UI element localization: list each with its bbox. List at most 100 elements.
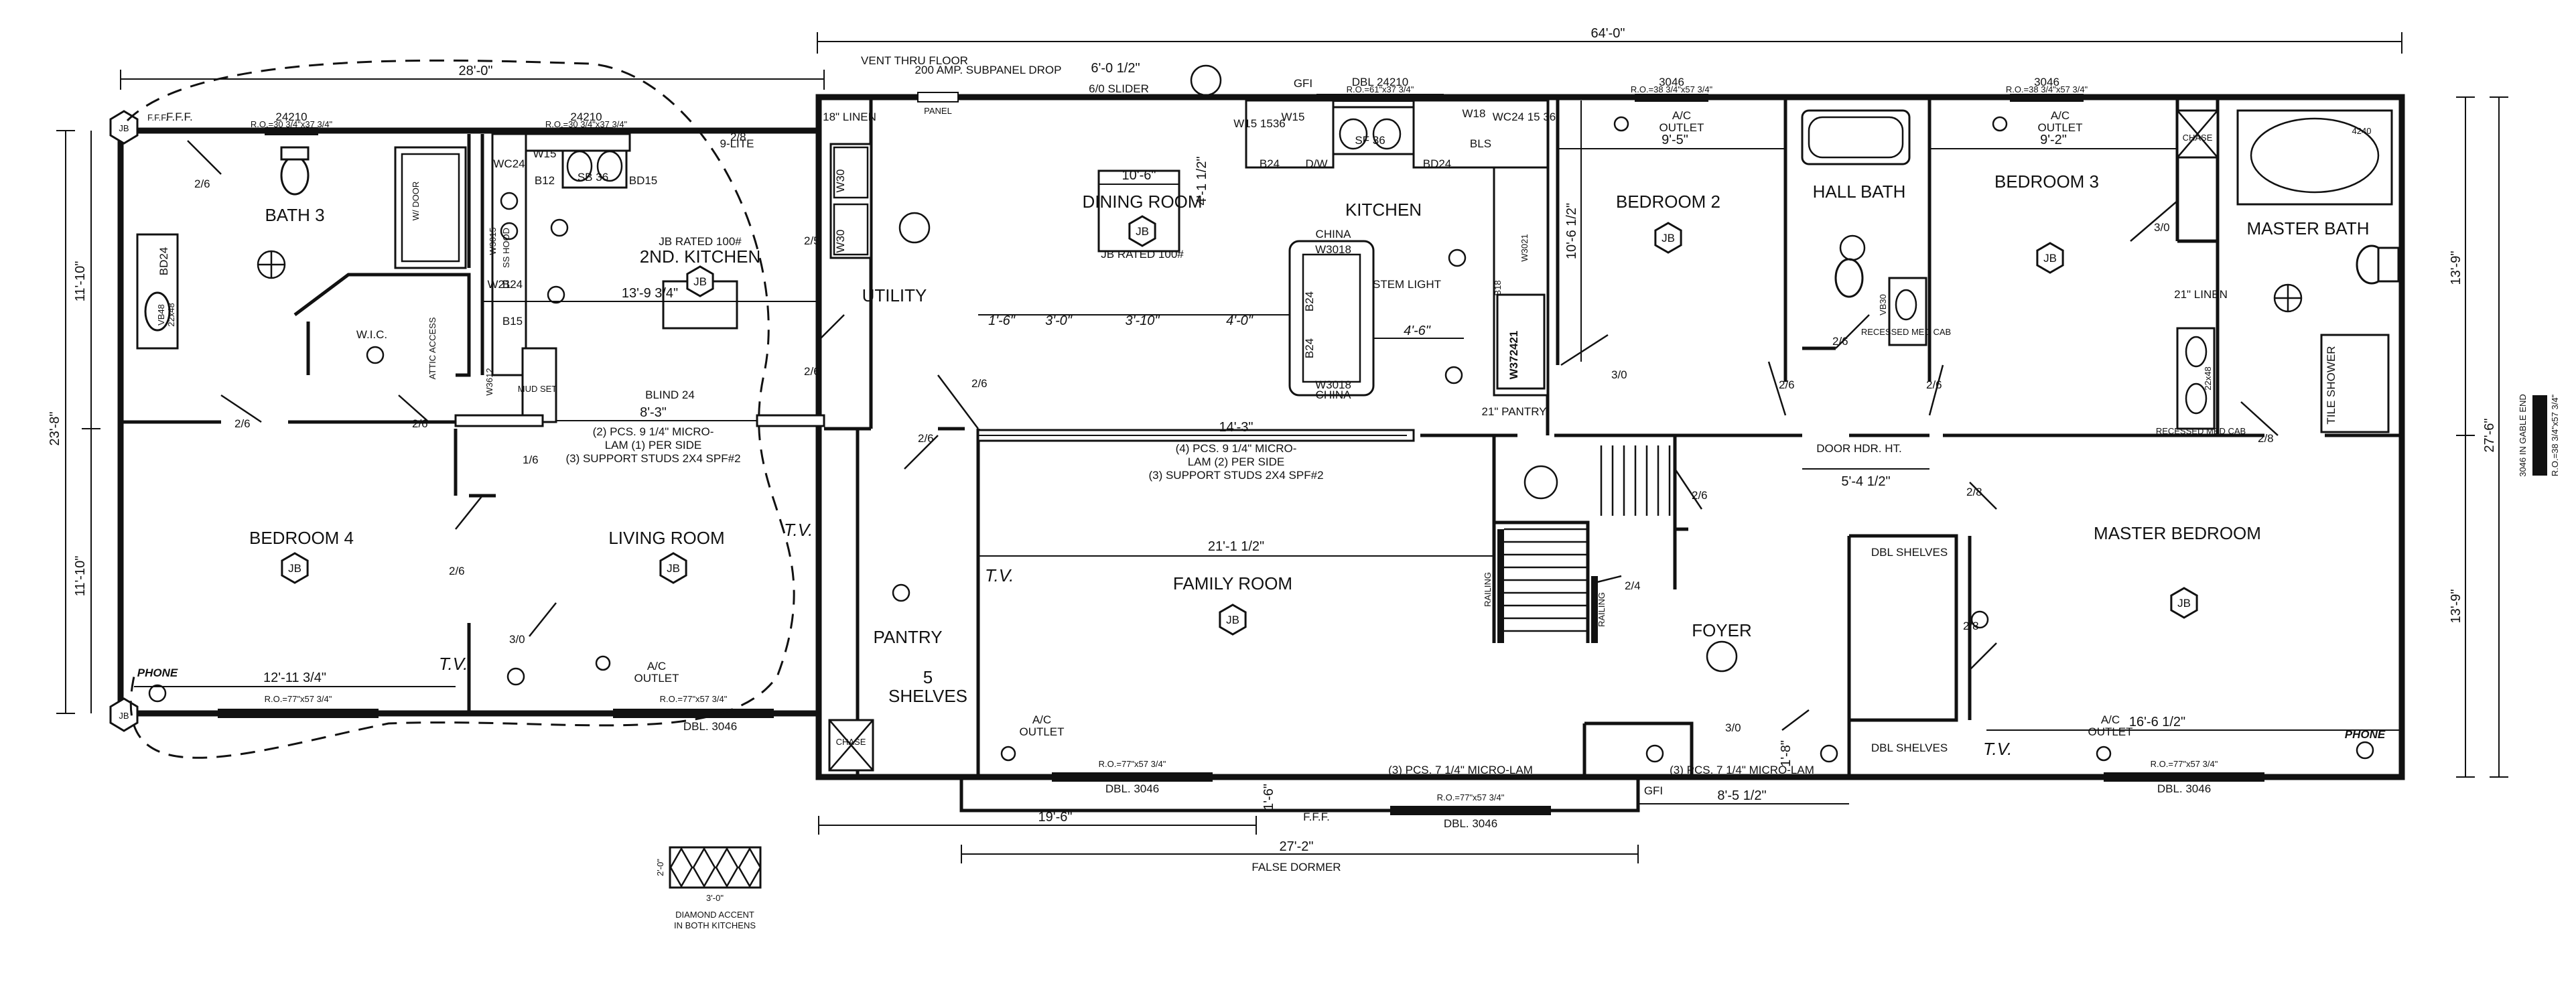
svg-text:R.O.=77"x57 3/4": R.O.=77"x57 3/4" bbox=[1437, 792, 1505, 802]
svg-text:2'-0": 2'-0" bbox=[655, 859, 665, 876]
svg-text:STEM LIGHT: STEM LIGHT bbox=[1373, 278, 1441, 291]
svg-text:W3018: W3018 bbox=[1315, 378, 1351, 391]
svg-text:2/6: 2/6 bbox=[1692, 489, 1708, 502]
railing-label: RAILING bbox=[1483, 572, 1493, 607]
svg-text:WC24: WC24 bbox=[493, 157, 525, 170]
room-dining-room: DINING ROOM bbox=[1082, 192, 1202, 212]
svg-text:B15: B15 bbox=[502, 315, 523, 328]
door-labels: 2/6 2/8 2/6 2/6 1/6 2/6 3/0 2/6 2/5 2/6 … bbox=[194, 131, 2274, 734]
svg-text:(2) PCS. 9 1/4" MICRO-: (2) PCS. 9 1/4" MICRO- bbox=[593, 425, 714, 438]
svg-text:2/8: 2/8 bbox=[2258, 432, 2274, 445]
jb-label: JB bbox=[2177, 597, 2191, 610]
toilet-icon bbox=[280, 155, 310, 196]
svg-text:DBL. 3046: DBL. 3046 bbox=[1105, 782, 1159, 795]
svg-text:1'-6": 1'-6" bbox=[1262, 784, 1276, 811]
svg-text:A/C: A/C bbox=[2101, 713, 2120, 726]
svg-text:24210: 24210 bbox=[275, 111, 307, 123]
svg-text:A/C: A/C bbox=[1032, 713, 1051, 726]
svg-text:WC24 15 36: WC24 15 36 bbox=[1493, 111, 1556, 123]
svg-text:2/6: 2/6 bbox=[971, 377, 988, 390]
jb-label: JB bbox=[693, 275, 707, 288]
svg-text:W3021: W3021 bbox=[1519, 234, 1530, 261]
jb-label: JB bbox=[2043, 252, 2057, 265]
svg-text:2/6: 2/6 bbox=[1832, 335, 1848, 348]
notes: VENT THRU FLOOR 200 AMP. SUBPANEL DROP 6… bbox=[137, 54, 2386, 873]
svg-text:W15 1536: W15 1536 bbox=[1233, 117, 1286, 130]
room-master-bath: MASTER BATH bbox=[2247, 218, 2370, 238]
room-second-kitchen: 2ND. KITCHEN bbox=[640, 247, 761, 267]
svg-text:W.I.C.: W.I.C. bbox=[356, 328, 387, 341]
svg-text:R.O.=38 3/4"x57 3/4": R.O.=38 3/4"x57 3/4" bbox=[2006, 84, 2088, 94]
svg-text:BLS: BLS bbox=[1470, 137, 1491, 150]
svg-text:21" LINEN: 21" LINEN bbox=[2174, 288, 2228, 301]
svg-text:CHINA: CHINA bbox=[1316, 228, 1352, 240]
svg-text:CHINA: CHINA bbox=[1316, 389, 1352, 401]
junction-box-icon bbox=[2170, 587, 2198, 619]
svg-text:2/6: 2/6 bbox=[1779, 378, 1795, 391]
svg-text:R.O.=77"x57 3/4": R.O.=77"x57 3/4" bbox=[1099, 759, 1166, 769]
svg-text:1/6: 1/6 bbox=[523, 453, 539, 466]
diamond-accent-detail: 2'-0" 3'-0" DIAMOND ACCENT IN BOTH KITCH… bbox=[655, 846, 762, 930]
svg-text:MUD SET: MUD SET bbox=[518, 384, 557, 394]
svg-text:3'-0": 3'-0" bbox=[706, 893, 724, 903]
svg-text:4'-1 1/2": 4'-1 1/2" bbox=[1195, 156, 1209, 205]
svg-text:13'-9": 13'-9" bbox=[2449, 251, 2463, 285]
svg-text:W3015: W3015 bbox=[488, 227, 498, 255]
room-family-room: FAMILY ROOM bbox=[1173, 573, 1292, 593]
svg-text:3046: 3046 bbox=[2034, 76, 2059, 88]
svg-text:2/6: 2/6 bbox=[194, 178, 210, 190]
svg-text:2/6: 2/6 bbox=[412, 417, 428, 430]
svg-text:4'-6": 4'-6" bbox=[1404, 324, 1431, 338]
room-bedroom3: BEDROOM 3 bbox=[1994, 171, 2099, 192]
svg-text:B12: B12 bbox=[535, 174, 555, 187]
svg-text:W21: W21 bbox=[488, 278, 511, 291]
svg-text:PANEL: PANEL bbox=[924, 106, 952, 116]
svg-text:T.V.: T.V. bbox=[1983, 739, 2012, 759]
room-utility: UTILITY bbox=[862, 285, 927, 305]
addition-length-label: 28'-0" bbox=[459, 64, 493, 78]
svg-text:9'-2": 9'-2" bbox=[2040, 133, 2067, 147]
junction-box-icon bbox=[1128, 215, 1156, 247]
svg-text:2/8: 2/8 bbox=[730, 131, 746, 143]
svg-text:(4) PCS. 9 1/4" MICRO-: (4) PCS. 9 1/4" MICRO- bbox=[1176, 442, 1297, 455]
svg-text:(3) SUPPORT STUDS 2X4 SPF#2: (3) SUPPORT STUDS 2X4 SPF#2 bbox=[1148, 469, 1323, 482]
svg-text:2/5: 2/5 bbox=[804, 234, 820, 247]
roof-outline-dashed bbox=[126, 59, 795, 759]
svg-text:DBL 24210: DBL 24210 bbox=[1352, 76, 1408, 88]
svg-text:OUTLET: OUTLET bbox=[634, 672, 679, 685]
svg-text:DIAMOND ACCENT: DIAMOND ACCENT bbox=[675, 910, 754, 920]
svg-text:4'-0": 4'-0" bbox=[1226, 313, 1253, 328]
svg-text:R.O.=30 3/4"x37 3/4": R.O.=30 3/4"x37 3/4" bbox=[251, 119, 333, 129]
overall-top-dimension: 64'-0" bbox=[817, 26, 2402, 54]
svg-text:VB30: VB30 bbox=[1878, 294, 1888, 315]
svg-text:SS HOOD: SS HOOD bbox=[501, 228, 511, 268]
svg-text:W18: W18 bbox=[1463, 107, 1486, 120]
svg-text:16'-6 1/2": 16'-6 1/2" bbox=[2129, 715, 2185, 729]
svg-text:11'-10": 11'-10" bbox=[73, 261, 88, 302]
svg-text:13'-9 3/4": 13'-9 3/4" bbox=[622, 286, 678, 301]
svg-text:2/8: 2/8 bbox=[1966, 486, 1982, 498]
svg-text:12'-11 3/4": 12'-11 3/4" bbox=[263, 671, 326, 685]
svg-text:W/ DOOR: W/ DOOR bbox=[411, 182, 421, 221]
svg-text:3'-0": 3'-0" bbox=[1045, 313, 1073, 328]
svg-text:LAM (2) PER SIDE: LAM (2) PER SIDE bbox=[1188, 455, 1285, 468]
svg-text:5'-4 1/2": 5'-4 1/2" bbox=[1841, 474, 1890, 489]
svg-text:SF 36: SF 36 bbox=[1355, 134, 1385, 147]
junction-box-icon bbox=[1654, 222, 1682, 254]
svg-text:2/6: 2/6 bbox=[234, 417, 251, 430]
svg-text:1'-8": 1'-8" bbox=[1779, 740, 1793, 767]
svg-text:(3) PCS. 7 1/4" MICRO-LAM: (3) PCS. 7 1/4" MICRO-LAM bbox=[1388, 764, 1533, 776]
svg-text:FALSE DORMER: FALSE DORMER bbox=[1251, 861, 1341, 873]
room-master-bedroom: MASTER BEDROOM bbox=[2094, 523, 2261, 543]
svg-text:W30: W30 bbox=[834, 169, 847, 193]
jb-label: JB bbox=[1226, 614, 1239, 626]
svg-text:10'-6": 10'-6" bbox=[1122, 168, 1156, 183]
svg-text:18" LINEN: 18" LINEN bbox=[823, 111, 876, 123]
svg-text:ATTIC ACCESS: ATTIC ACCESS bbox=[427, 317, 437, 379]
jb-label: JB bbox=[1136, 225, 1149, 238]
svg-text:BLIND 24: BLIND 24 bbox=[645, 389, 695, 401]
svg-text:SB 36: SB 36 bbox=[578, 171, 608, 184]
svg-text:2/6: 2/6 bbox=[804, 365, 820, 378]
svg-text:JB: JB bbox=[119, 123, 129, 133]
svg-text:22x48: 22x48 bbox=[166, 303, 176, 326]
